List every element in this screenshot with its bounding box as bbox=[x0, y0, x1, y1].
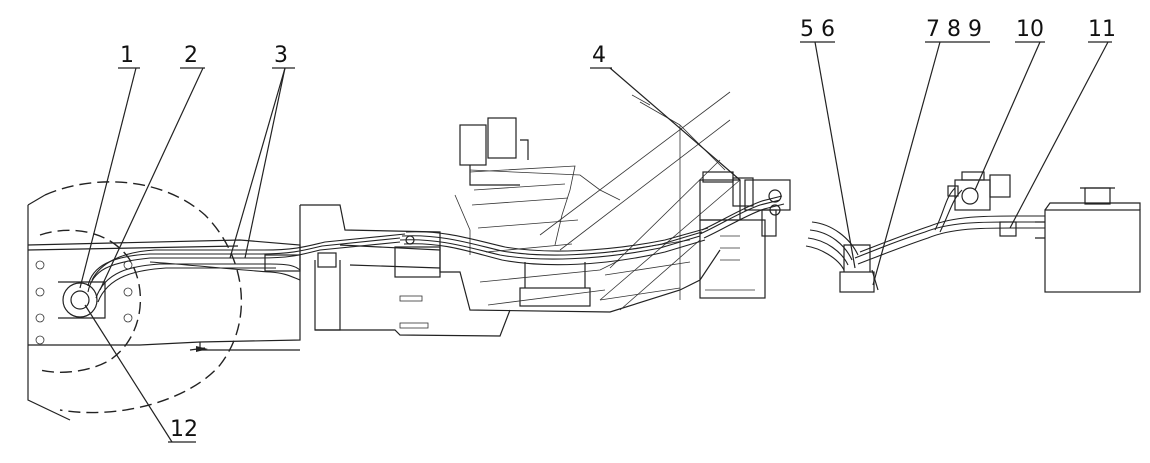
callout-10: 10 bbox=[1016, 17, 1044, 42]
callout-1: 1 bbox=[120, 43, 134, 68]
leader-lines bbox=[79, 41, 1112, 443]
motor-unit-5-6 bbox=[805, 221, 879, 293]
callout-5-6: 5 6 bbox=[800, 17, 835, 42]
pump-unit-10 bbox=[947, 171, 1011, 211]
tank-unit-11 bbox=[999, 187, 1141, 293]
cutting-arm bbox=[27, 239, 301, 352]
callout-4: 4 bbox=[592, 43, 606, 68]
cutting-drum bbox=[27, 181, 243, 421]
callout-7-8-9: 7 8 9 bbox=[926, 17, 982, 42]
callout-11: 11 bbox=[1088, 17, 1116, 42]
pump-station-left bbox=[699, 171, 791, 299]
callout-2: 2 bbox=[184, 43, 198, 68]
callout-labels: 1 2 3 4 5 6 7 8 9 10 11 12 bbox=[120, 17, 1116, 442]
hose-bundle bbox=[87, 195, 785, 303]
machine-body bbox=[299, 117, 721, 337]
cabin-wireframe bbox=[454, 91, 741, 311]
callout-3: 3 bbox=[274, 43, 288, 68]
callout-12: 12 bbox=[170, 417, 198, 442]
